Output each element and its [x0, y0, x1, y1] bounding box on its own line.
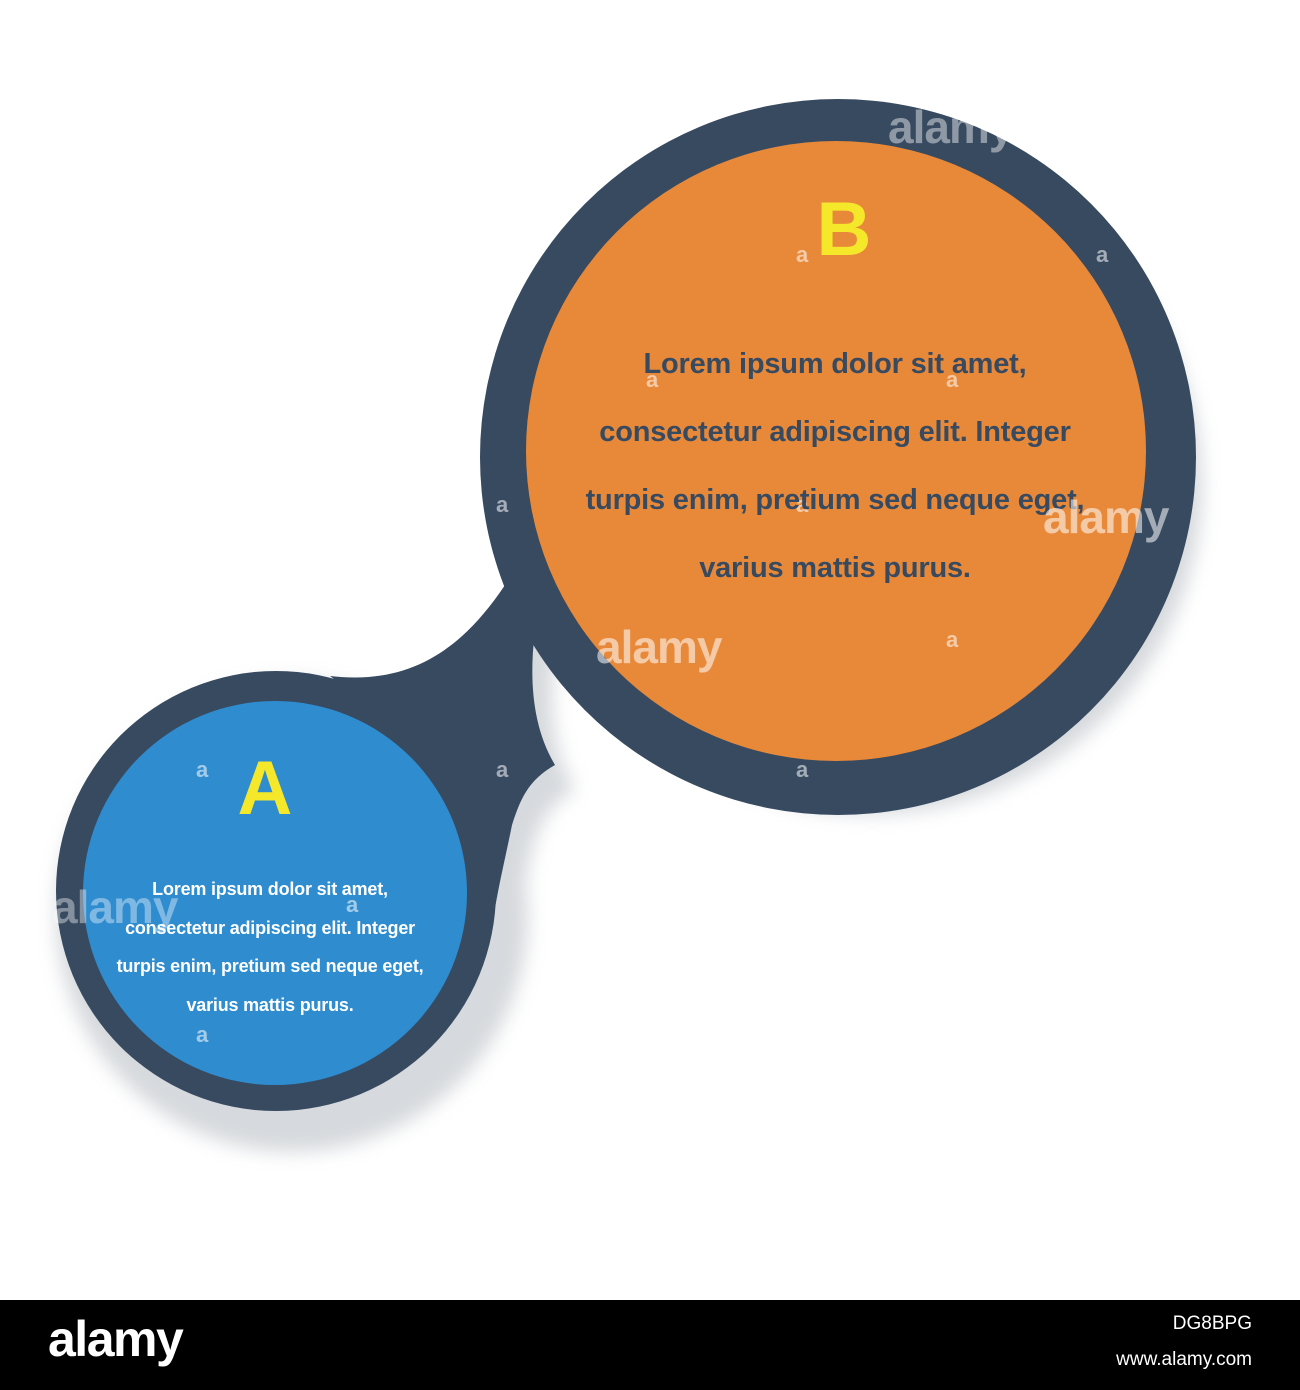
watermark-mark: a	[796, 492, 809, 517]
watermark-mark: a	[796, 757, 809, 782]
node-b-text: Lorem ipsum dolor sit amet, consectetur …	[555, 330, 1115, 602]
connector-link	[330, 585, 555, 930]
watermark-mark: a	[196, 1022, 209, 1047]
watermark-mark: a	[946, 627, 959, 652]
node-b-text-line: Lorem ipsum dolor sit amet,	[643, 348, 1027, 380]
footer-bar: alamy DG8BPG www.alamy.com	[0, 1300, 1300, 1390]
watermark-mark: a	[946, 367, 959, 392]
node-a-text-line: turpis enim, pretium sed neque eget,	[116, 956, 424, 976]
watermark-marks: a a a a a a a a a a a a	[196, 242, 1109, 1047]
node-a-circle	[83, 701, 467, 1085]
node-a-text-line: consectetur adipiscing elit. Integer	[125, 917, 415, 938]
node-b-letter: B	[816, 187, 872, 272]
node-b-text-line: varius mattis purus.	[699, 552, 971, 584]
diagram-canvas: a a a a a a a a a a a a B Lorem ipsum dolor sit ame…	[56, 99, 1202, 1152]
watermark-mark: a	[196, 757, 209, 782]
watermark-mark: a	[346, 892, 359, 917]
watermark-mark: a	[496, 492, 509, 517]
node-b-circle	[526, 141, 1146, 761]
node-a-text-line: Lorem ipsum dolor sit amet,	[152, 879, 388, 899]
watermark-mark: a	[796, 242, 809, 267]
node-a-text-line: varius mattis purus.	[186, 994, 354, 1015]
node-b-text-line: consectetur adipiscing elit. Integer	[599, 416, 1071, 448]
diagram-svg: a a a a a a a a a a a a	[56, 99, 1202, 1152]
watermark-mark: a	[1096, 242, 1109, 267]
node-b-text-line: turpis enim, pretium sed neque eget,	[585, 484, 1085, 516]
alamy-logo: alamy	[48, 1311, 184, 1367]
node-a-text: Lorem ipsum dolor sit amet, consectetur …	[95, 870, 445, 1024]
watermark-mark: a	[496, 757, 509, 782]
watermark-mark: a	[646, 367, 659, 392]
footer-url: www.alamy.com	[1116, 1349, 1252, 1370]
image-id: DG8BPG	[1172, 1313, 1252, 1334]
node-a-letter: A	[237, 746, 293, 831]
